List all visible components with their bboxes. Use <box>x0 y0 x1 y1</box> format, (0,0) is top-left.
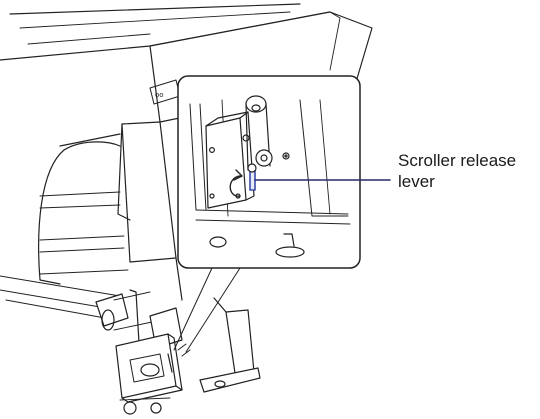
svg-text:oo: oo <box>155 91 164 99</box>
inset-leader <box>173 267 241 353</box>
scroller-release-lever-label: Scroller release lever <box>398 150 538 192</box>
label-line-1: Scroller release <box>398 151 517 170</box>
inset-detail-view <box>177 75 361 269</box>
label-line-2: lever <box>398 172 435 191</box>
